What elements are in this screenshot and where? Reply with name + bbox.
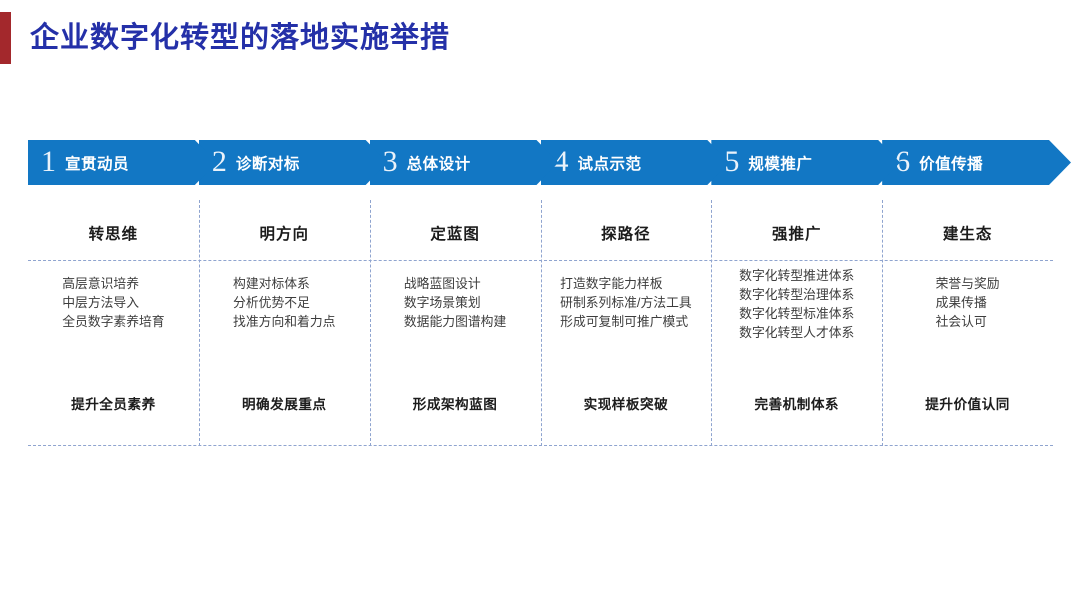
step-number: 4 bbox=[553, 144, 569, 178]
column-theme: 转思维 bbox=[88, 226, 139, 243]
step-name: 诊断对标 bbox=[235, 155, 300, 173]
process-column-5: 强推广数字化转型推进体系数字化转型治理体系数字化转型标准体系数字化转型人才体系完… bbox=[711, 200, 882, 446]
detail-list: 荣誉与奖励成果传播社会认可 bbox=[936, 274, 1000, 331]
process-step-1[interactable]: 1 宣贯动员 bbox=[28, 140, 217, 185]
detail-item: 数据能力图谱构建 bbox=[403, 314, 507, 329]
column-details: 数字化转型推进体系数字化转型治理体系数字化转型标准体系数字化转型人才体系 bbox=[711, 266, 882, 342]
step-name: 规模推广 bbox=[748, 155, 813, 173]
grid-line-vertical bbox=[882, 200, 884, 446]
process-diagram: 1 宣贯动员 2 诊断对标 3 总体设计 4 试点示范 5 规模推广 6 价值传播 转思维高层意识培养… bbox=[28, 140, 1053, 446]
process-step-2[interactable]: 2 诊断对标 bbox=[199, 140, 388, 185]
process-step-4[interactable]: 4 试点示范 bbox=[541, 140, 730, 185]
detail-list: 打造数字能力样板研制系列标准/方法工具形成可复制可推广模式 bbox=[560, 274, 692, 331]
step-name: 价值传播 bbox=[919, 155, 984, 173]
detail-item: 成果传播 bbox=[935, 295, 987, 310]
process-column-2: 明方向构建对标体系分析优势不足找准方向和着力点明确发展重点 bbox=[199, 200, 370, 446]
step-number: 6 bbox=[895, 144, 911, 178]
column-outcome: 实现样板突破 bbox=[583, 397, 669, 412]
detail-item: 社会认可 bbox=[935, 314, 987, 329]
column-theme: 建生态 bbox=[942, 226, 993, 243]
column-details: 荣誉与奖励成果传播社会认可 bbox=[882, 274, 1053, 331]
column-outcome: 提升价值认同 bbox=[925, 397, 1010, 412]
detail-item: 数字化转型治理体系 bbox=[739, 287, 855, 302]
detail-list: 战略蓝图设计数字场景策划数据能力图谱构建 bbox=[404, 274, 506, 331]
chevron-row: 1 宣贯动员 2 诊断对标 3 总体设计 4 试点示范 5 规模推广 6 价值传播 bbox=[28, 140, 1053, 185]
page-title: 企业数字化转型的落地实施举措 bbox=[30, 22, 451, 54]
process-column-3: 定蓝图战略蓝图设计数字场景策划数据能力图谱构建形成架构蓝图 bbox=[370, 200, 541, 446]
detail-item: 战略蓝图设计 bbox=[403, 276, 481, 291]
column-details: 战略蓝图设计数字场景策划数据能力图谱构建 bbox=[370, 274, 541, 331]
process-step-3[interactable]: 3 总体设计 bbox=[370, 140, 559, 185]
detail-list: 高层意识培养中层方法导入全员数字素养培育 bbox=[62, 274, 164, 331]
step-name: 试点示范 bbox=[577, 155, 642, 173]
detail-list: 数字化转型推进体系数字化转型治理体系数字化转型标准体系数字化转型人才体系 bbox=[739, 266, 854, 342]
process-column-4: 探路径打造数字能力样板研制系列标准/方法工具形成可复制可推广模式实现样板突破 bbox=[541, 200, 712, 446]
step-name: 总体设计 bbox=[406, 155, 471, 173]
column-outcome: 形成架构蓝图 bbox=[412, 397, 498, 412]
step-number: 3 bbox=[382, 144, 398, 178]
column-details: 高层意识培养中层方法导入全员数字素养培育 bbox=[28, 274, 199, 331]
detail-item: 打造数字能力样板 bbox=[560, 276, 663, 291]
detail-item: 形成可复制可推广模式 bbox=[560, 314, 689, 329]
detail-item: 全员数字素养培育 bbox=[62, 314, 165, 329]
dashed-grid bbox=[28, 200, 1053, 446]
column-theme: 定蓝图 bbox=[430, 226, 480, 243]
step-number: 5 bbox=[724, 144, 740, 178]
detail-item: 数字化转型人才体系 bbox=[739, 325, 855, 340]
process-step-5[interactable]: 5 规模推广 bbox=[711, 140, 900, 185]
detail-list: 构建对标体系分析优势不足找准方向和着力点 bbox=[233, 274, 335, 331]
grid-line-vertical bbox=[711, 200, 713, 446]
detail-item: 数字化转型推进体系 bbox=[739, 268, 855, 283]
detail-item: 荣誉与奖励 bbox=[935, 276, 1000, 291]
column-outcome: 明确发展重点 bbox=[241, 397, 327, 412]
column-theme: 探路径 bbox=[601, 226, 651, 243]
grid-line-vertical bbox=[540, 200, 542, 446]
detail-item: 高层意识培养 bbox=[62, 276, 139, 291]
grid-line-vertical bbox=[369, 200, 371, 446]
detail-item: 中层方法导入 bbox=[62, 295, 139, 310]
column-outcome: 完善机制体系 bbox=[754, 397, 840, 412]
column-theme: 明方向 bbox=[259, 226, 309, 243]
step-number: 1 bbox=[41, 144, 56, 178]
step-name: 宣贯动员 bbox=[65, 155, 130, 173]
detail-item: 数字场景策划 bbox=[403, 295, 481, 310]
detail-item: 分析优势不足 bbox=[233, 295, 310, 310]
detail-item: 找准方向和着力点 bbox=[233, 314, 336, 329]
detail-item: 数字化转型标准体系 bbox=[739, 306, 855, 321]
column-theme: 强推广 bbox=[771, 226, 822, 243]
column-details: 打造数字能力样板研制系列标准/方法工具形成可复制可推广模式 bbox=[541, 274, 712, 331]
title-accent-bar bbox=[0, 12, 11, 64]
detail-item: 研制系列标准/方法工具 bbox=[560, 295, 692, 310]
column-outcome: 提升全员素养 bbox=[71, 397, 156, 412]
process-step-6[interactable]: 6 价值传播 bbox=[882, 140, 1071, 185]
grid-line-vertical bbox=[198, 200, 200, 446]
process-column-1: 转思维高层意识培养中层方法导入全员数字素养培育提升全员素养 bbox=[28, 200, 199, 446]
column-details: 构建对标体系分析优势不足找准方向和着力点 bbox=[199, 274, 370, 331]
detail-item: 构建对标体系 bbox=[233, 276, 310, 291]
process-column-6: 建生态荣誉与奖励成果传播社会认可提升价值认同 bbox=[882, 200, 1053, 446]
step-number: 2 bbox=[211, 144, 227, 178]
